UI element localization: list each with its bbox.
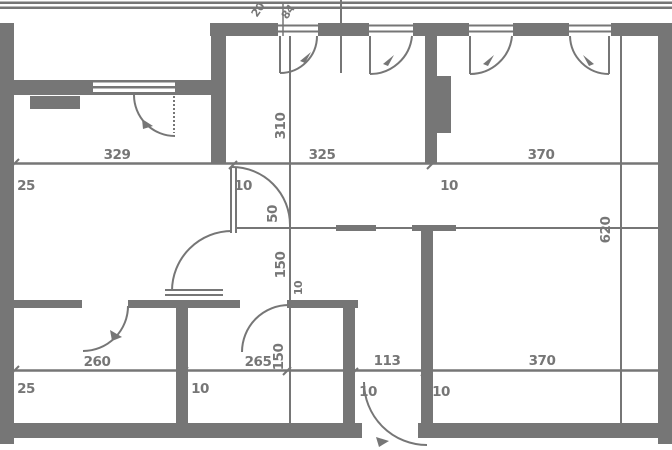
window4-swing-arc <box>569 35 610 75</box>
dim-label-height-upper: 310 <box>273 113 289 140</box>
window1-arrow-icon <box>300 52 311 63</box>
corner-door-swing-arc <box>231 166 291 226</box>
dim-label-room2-width: 325 <box>309 147 336 163</box>
dim-label-room6-width: 370 <box>529 353 556 369</box>
dim-label-tick-wall-b1: 10 <box>191 381 209 397</box>
window3-swing-arc <box>469 35 513 76</box>
window-swings <box>279 35 610 76</box>
dim-label-vestibule-width: 113 <box>374 353 401 369</box>
room4-door-arrow-icon <box>110 330 122 341</box>
entrance-door-swing-arc <box>363 381 428 446</box>
windows <box>93 24 611 95</box>
door-topleft-swing-arc <box>133 94 176 137</box>
door-topleft-arrow-icon <box>142 119 153 129</box>
duct-block <box>433 76 451 133</box>
hall-door-swing-arc <box>171 230 233 292</box>
room4-door-swing-arc <box>82 305 129 352</box>
window4-arrow-icon <box>583 55 594 66</box>
interior-walls <box>0 23 456 425</box>
dim-label-wall-left-top: 25 <box>17 178 35 194</box>
dim-label-room4-width: 260 <box>84 354 111 370</box>
window3-arrow-icon <box>483 55 494 66</box>
dim-label-tick-door-top: 10 <box>234 178 252 194</box>
radiator <box>30 96 80 109</box>
dim-label-door-width-small: 50 <box>265 205 281 223</box>
dim-label-tick-wall-vertical: 10 <box>292 280 305 295</box>
dim-label-room3-width: 370 <box>528 147 555 163</box>
dim-label-height-lower: 150 <box>271 344 287 371</box>
window2-arrow-icon <box>383 55 394 66</box>
dim-label-tick-wall-b2: 10 <box>359 384 377 400</box>
dimension-labels: 329 325 370 25 10 10 260 265 113 370 25 … <box>17 0 614 400</box>
dim-label-tick-wall-mid-top: 10 <box>440 178 458 194</box>
dim-label-room5-width: 265 <box>245 354 272 370</box>
room5-door-swing-arc <box>241 304 290 353</box>
dim-label-diag-large: 84 <box>279 2 298 22</box>
doors <box>82 94 428 447</box>
dim-label-room1-width: 329 <box>104 147 131 163</box>
dim-label-overall-height: 620 <box>598 217 614 244</box>
dim-label-tick-wall-b3: 10 <box>432 384 450 400</box>
window1-swing-arc <box>279 35 318 74</box>
entrance-door-arrow-icon <box>376 437 389 447</box>
dim-label-wall-left-bottom: 25 <box>17 381 35 397</box>
dim-label-door-width-hall: 150 <box>273 252 289 279</box>
window2-swing-arc <box>369 35 413 76</box>
dimension-lines <box>10 0 660 423</box>
